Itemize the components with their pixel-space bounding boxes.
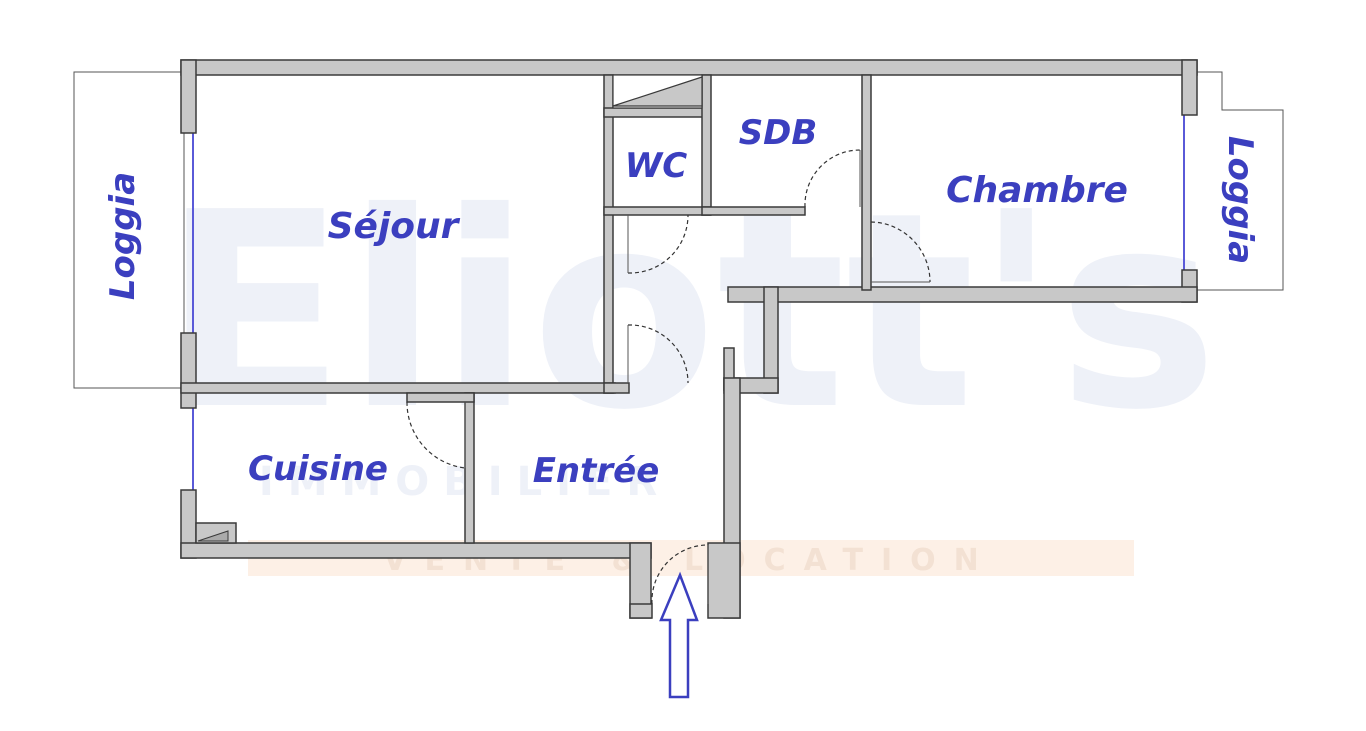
door-sdb — [804, 149, 861, 208]
room-label-sdb: SDB — [739, 113, 818, 153]
watermark-line1: IMMOBILIER — [259, 459, 671, 505]
walls — [180, 59, 1198, 619]
doors — [406, 149, 931, 605]
room-label-chambre: Chambre — [946, 170, 1128, 211]
kitchen-corner — [197, 530, 229, 542]
room-label-entree: Entrée — [533, 451, 660, 491]
closet-shelf — [612, 76, 703, 107]
watermark: Eliott's IMMOBILIER VENTE & LOCATION — [162, 154, 1219, 578]
room-label-wc: WC — [625, 146, 688, 186]
room-label-loggia-left: Loggia — [103, 172, 143, 300]
room-label-cuisine: Cuisine — [248, 449, 388, 489]
loggia-left-outline — [73, 71, 185, 389]
room-label-loggia-right: Loggia — [1220, 136, 1260, 264]
door-cuisine — [406, 401, 466, 469]
door-entree — [651, 544, 709, 605]
loggia-right-outline — [1196, 71, 1284, 291]
arrow-up-outline-icon — [659, 571, 699, 699]
room-label-sejour: Séjour — [328, 206, 461, 247]
